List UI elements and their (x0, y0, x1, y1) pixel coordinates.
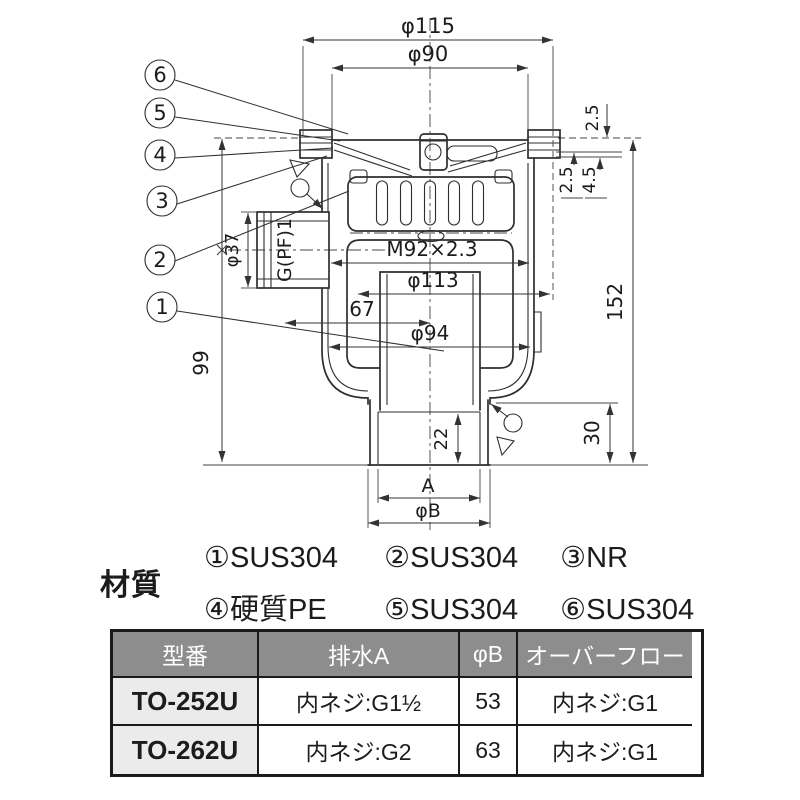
dim-label: φ94 (411, 321, 450, 345)
dim-label: A (422, 475, 435, 497)
dim-99: 99 (189, 139, 228, 462)
union-ring (346, 239, 514, 369)
material-mark: ④ (204, 594, 230, 626)
dim-label: 4.5 (580, 166, 600, 193)
dim-label: φB (415, 500, 441, 522)
callout-3: 3 (155, 189, 168, 213)
dim-phi115: φ115 (302, 14, 554, 136)
dim-lip-2-5: 2.5 (583, 104, 611, 137)
material-value: 硬質PE (230, 594, 327, 626)
dim-phi90: φ90 (331, 42, 529, 130)
dim-label: φ113 (407, 268, 458, 292)
material-mark: ① (204, 542, 230, 574)
material-item-3: ③NR (560, 540, 628, 575)
header-overflow: オーバーフロー (518, 632, 692, 678)
spec-table: 型番 排水A φB オーバーフロー TO-252U 内ネジ:G1½ 53 内ネジ… (110, 629, 704, 777)
dim-label: 152 (603, 283, 627, 321)
dim-phi37: φ37 G(PF)1 (222, 211, 296, 289)
material-mark: ③ (560, 542, 587, 574)
row2-phi-b: 63 (460, 726, 518, 774)
row2-overflow: 内ネジ:G1 (551, 739, 659, 765)
dim-label: G(PF)1 (274, 218, 296, 282)
material-mark: ⑥ (560, 594, 587, 626)
callout-4: 4 (153, 143, 166, 167)
dim-67: 67 (285, 297, 430, 327)
material-value: SUS304 (230, 542, 339, 574)
header-model: 型番 (113, 632, 259, 678)
material-mark: ⑤ (384, 594, 411, 626)
row1-phi-b: 53 (460, 678, 518, 726)
materials-row-1: ①SUS304 ②SUS304 ③NR (204, 540, 628, 575)
materials-row-2: ④硬質PE ⑤SUS304 ⑥SUS304 (204, 586, 694, 628)
material-item-6: ⑥SUS304 (560, 592, 694, 627)
dim-22: 22 (431, 414, 462, 463)
material-item-2: ②SUS304 (384, 540, 552, 575)
material-item-4: ④硬質PE (204, 586, 376, 628)
callout-1: 1 (155, 295, 168, 319)
material-mark: ② (384, 542, 411, 574)
dim-label: 99 (189, 350, 213, 375)
dim-label: 22 (431, 428, 452, 451)
dim-label: 67 (349, 297, 374, 321)
callout-6: 6 (153, 63, 166, 87)
dim-label: φ90 (408, 42, 449, 66)
dim-phi113: φ113 (358, 140, 554, 300)
part-callouts: 6 5 4 3 2 1 (144, 59, 445, 352)
outlet-socket (367, 399, 491, 466)
weld-symbol-bottom (490, 403, 523, 457)
callout-2: 2 (153, 248, 166, 272)
dim-label: 30 (580, 420, 604, 445)
dim-A: A (377, 469, 481, 503)
material-value: SUS304 (410, 542, 519, 574)
row1-model: TO-252U (113, 678, 259, 726)
dim-phi94: φ94 (329, 321, 530, 351)
dim-label: M92×2.3 (386, 237, 477, 261)
strainer-basket (347, 169, 515, 243)
dimensions: φ115 φ90 M92×2.3 φ113 67 φ94 (189, 14, 637, 528)
materials-label: 材質 (100, 569, 162, 602)
row1-overflow: 内ネジ:G1 (518, 678, 692, 726)
dim-152: 152 (603, 140, 637, 463)
material-value: SUS304 (410, 594, 519, 626)
dim-phiB: φB (367, 469, 491, 528)
flange-cover (299, 129, 561, 177)
material-value: NR (586, 542, 629, 574)
material-value: SUS304 (586, 594, 695, 626)
center-bolt (419, 133, 498, 171)
row2-drain-a: 内ネジ:G2 (259, 726, 460, 774)
dim-label: 2.5 (557, 166, 577, 193)
technical-drawing: φ115 φ90 M92×2.3 φ113 67 φ94 (144, 14, 648, 530)
material-item-5: ⑤SUS304 (384, 592, 552, 627)
dim-30: 30 (496, 402, 618, 463)
weld-symbol-top (289, 159, 324, 210)
dim-label: 2.5 (583, 104, 603, 131)
header-phi-b: φB (460, 632, 518, 678)
header-drain-a: 排水A (259, 632, 460, 678)
dim-gaskets: 2.5 4.5 (556, 151, 622, 199)
row1-drain-a: 内ネジ:G1½ (259, 678, 460, 726)
dim-label: φ37 (222, 233, 243, 268)
callout-5: 5 (153, 101, 166, 125)
material-item-1: ①SUS304 (204, 540, 376, 575)
dim-label: φ115 (401, 14, 455, 38)
dim-m92: M92×2.3 (331, 237, 529, 267)
row2-model: TO-262U (113, 726, 259, 774)
